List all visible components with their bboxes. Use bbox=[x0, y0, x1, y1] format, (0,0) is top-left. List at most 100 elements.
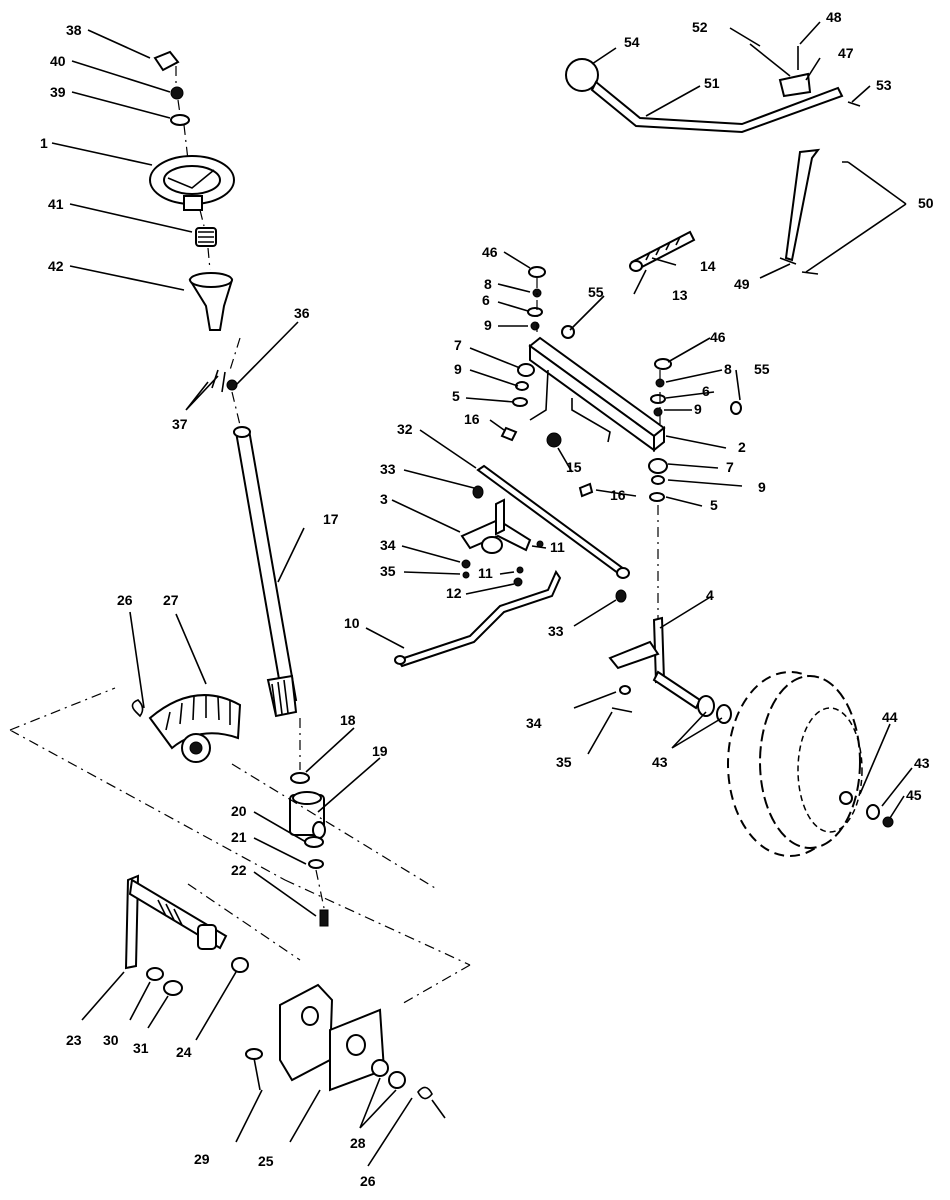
axle-cap-right bbox=[654, 358, 672, 370]
callout-14: 14 bbox=[700, 258, 716, 274]
bracket-washer-1 bbox=[371, 1059, 389, 1077]
callout-15: 15 bbox=[566, 459, 582, 475]
callout-12: 12 bbox=[446, 585, 462, 601]
retaining-clip bbox=[131, 699, 144, 718]
callout-16-left: 16 bbox=[464, 411, 480, 427]
callout-8-left: 8 bbox=[484, 276, 492, 292]
callout-5-left: 5 bbox=[452, 388, 460, 404]
callout-28: 28 bbox=[350, 1135, 366, 1151]
callout-26-upper: 26 bbox=[117, 592, 133, 608]
callout-43-lower: 43 bbox=[652, 754, 668, 770]
axle-cap-left bbox=[528, 266, 546, 278]
axle-pin-left bbox=[500, 426, 518, 442]
callout-4: 4 bbox=[706, 587, 714, 603]
spindle-pin bbox=[611, 707, 633, 713]
callout-11-upper: 11 bbox=[550, 539, 565, 555]
callout-9-right-lower: 9 bbox=[758, 479, 766, 495]
callout-51: 51 bbox=[704, 75, 720, 91]
axle-pin-right bbox=[578, 482, 594, 498]
callout-36: 36 bbox=[294, 305, 310, 321]
bracket-bolt bbox=[245, 1048, 263, 1091]
front-axle bbox=[528, 336, 666, 453]
callout-1: 1 bbox=[40, 135, 48, 151]
wheel-washer-inner-1 bbox=[697, 695, 715, 717]
callout-16-right: 16 bbox=[610, 487, 626, 503]
callout-41: 41 bbox=[48, 196, 64, 212]
arm-bushing bbox=[163, 980, 183, 996]
wheel-washer-outer bbox=[866, 804, 880, 820]
plate-bolt-1 bbox=[516, 566, 524, 574]
axle-assembly bbox=[394, 43, 894, 857]
callout-26-lower: 26 bbox=[360, 1173, 376, 1189]
callout-13: 13 bbox=[672, 287, 688, 303]
callout-27: 27 bbox=[163, 592, 179, 608]
callout-38: 38 bbox=[66, 22, 82, 38]
callout-31: 31 bbox=[133, 1040, 149, 1056]
steering-arm bbox=[124, 874, 228, 970]
callout-33-upper: 33 bbox=[380, 461, 396, 477]
callout-34-lower: 34 bbox=[526, 715, 542, 731]
drag-link-ball-upper bbox=[472, 485, 484, 499]
lift-lever bbox=[565, 43, 861, 134]
callout-11-lower: 11 bbox=[478, 565, 493, 581]
axle-washer-left bbox=[527, 307, 543, 317]
spindle-washer-right bbox=[651, 475, 665, 485]
callout-43-right: 43 bbox=[914, 755, 930, 771]
callout-32: 32 bbox=[397, 421, 413, 437]
bracket-washer-2 bbox=[388, 1071, 406, 1089]
steering-cap bbox=[153, 50, 180, 72]
callout-17: 17 bbox=[323, 511, 339, 527]
steering-plate bbox=[460, 498, 532, 579]
callout-10: 10 bbox=[344, 615, 360, 631]
axle-pivot-bolt bbox=[629, 230, 696, 272]
steering-nut bbox=[170, 86, 184, 100]
front-wheel bbox=[727, 671, 863, 857]
column-nut bbox=[226, 379, 238, 391]
callout-3: 3 bbox=[380, 491, 388, 507]
callout-55-left: 55 bbox=[588, 284, 604, 300]
spindle-bushing-left bbox=[517, 363, 535, 377]
axle-bearing-left bbox=[530, 321, 540, 331]
callout-47: 47 bbox=[838, 45, 854, 61]
callout-46-left: 46 bbox=[482, 244, 498, 260]
callout-6-right: 6 bbox=[702, 383, 710, 399]
callout-19: 19 bbox=[372, 743, 388, 759]
callout-35-upper: 35 bbox=[380, 563, 396, 579]
callout-2: 2 bbox=[738, 439, 746, 455]
spindle-cap bbox=[619, 685, 631, 695]
axle-nut-center bbox=[546, 432, 562, 448]
drag-link-ball-lower bbox=[615, 589, 627, 603]
spindle-bushing-right bbox=[648, 458, 668, 474]
tie-rod bbox=[396, 569, 562, 668]
sector-gear bbox=[148, 694, 242, 763]
callout-50: 50 bbox=[918, 195, 934, 211]
callout-18: 18 bbox=[340, 712, 356, 728]
bearing-washer bbox=[304, 836, 324, 848]
callout-35-lower: 35 bbox=[556, 754, 572, 770]
axle-bearing-right bbox=[653, 407, 663, 417]
callout-37: 37 bbox=[172, 416, 188, 432]
axle-washer-right bbox=[650, 394, 666, 404]
callout-54: 54 bbox=[624, 34, 640, 50]
grease-fitting-right bbox=[730, 401, 742, 415]
plate-bolt-2 bbox=[513, 577, 523, 587]
bracket-clip bbox=[417, 1086, 446, 1119]
lock-washer bbox=[308, 859, 324, 869]
lift-rod bbox=[784, 148, 821, 262]
callout-9-left-upper: 9 bbox=[484, 317, 492, 333]
spindle-spacer-right bbox=[649, 492, 665, 502]
flange-bushing bbox=[231, 957, 249, 973]
callout-29: 29 bbox=[194, 1151, 210, 1167]
shaft-bolt bbox=[319, 909, 329, 927]
callout-33-lower: 33 bbox=[548, 623, 564, 639]
shaft-washer bbox=[290, 772, 310, 784]
callout-49: 49 bbox=[734, 276, 750, 292]
spindle-spacer-left bbox=[512, 397, 528, 407]
callout-6-left: 6 bbox=[482, 292, 490, 308]
steering-shaft bbox=[234, 428, 298, 704]
steering-column-assembly bbox=[9, 50, 471, 1119]
callout-9-left-lower: 9 bbox=[454, 361, 462, 377]
leader-lines bbox=[51, 21, 913, 1167]
callout-5-right: 5 bbox=[710, 497, 718, 513]
